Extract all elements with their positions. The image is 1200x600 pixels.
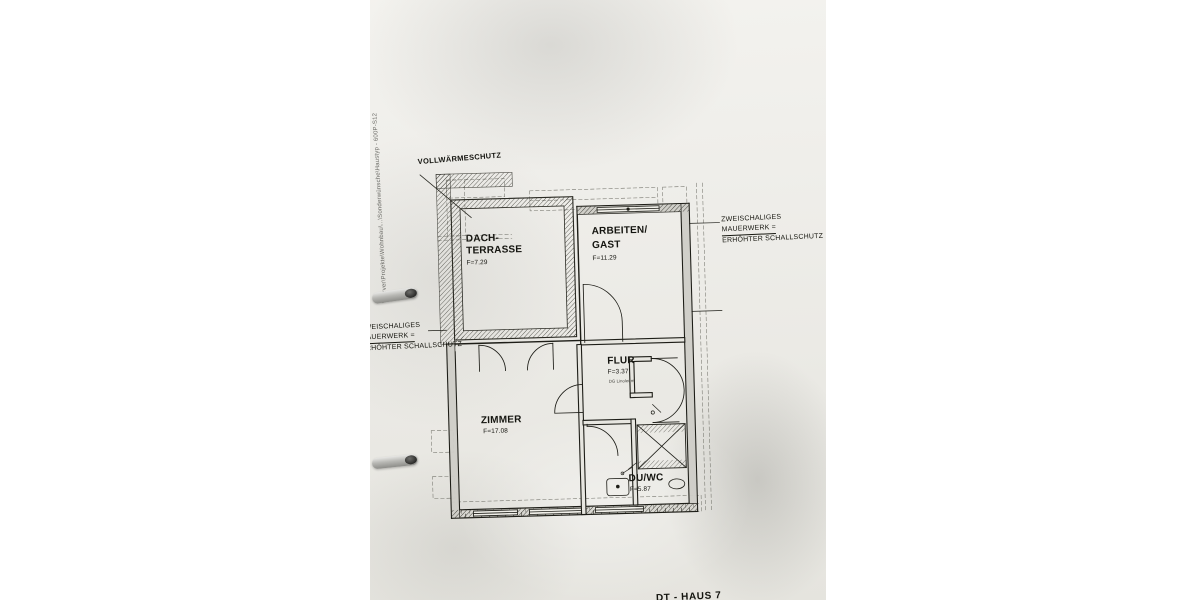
du-wc-fixtures xyxy=(606,423,687,497)
binder-hole-icon xyxy=(404,287,418,299)
room-sub-flur: DG Linoleum xyxy=(608,378,635,384)
room-area-dachterrasse: F=7.29 xyxy=(466,259,488,267)
note-left-leaders xyxy=(428,329,447,332)
floor-plan-drawing: VOLLWÄRMESCHUTZ DACH- TERRASSE F=7.29 AR… xyxy=(370,0,826,600)
windows-bottom xyxy=(473,505,644,517)
plan-sheet: \\server\Projekte\Wohnbau\...\Sonderwüns… xyxy=(370,0,826,600)
flur-niche-detail xyxy=(650,404,662,415)
room-label-arbeiten-gast-line2: GAST xyxy=(591,239,621,252)
room-label-du-wc: DU/WC xyxy=(628,472,664,485)
letterbox-right xyxy=(826,0,1200,600)
room-label-dachterrasse-line2: TERRASSE xyxy=(466,244,523,257)
room-area-arbeiten-gast: F=11.29 xyxy=(592,254,617,263)
doors xyxy=(478,283,685,456)
dachterrasse-outline xyxy=(450,196,578,341)
binder-hole-icon xyxy=(404,454,418,465)
room-area-flur: F=3.37 xyxy=(607,368,629,376)
room-area-du-wc: F=5.87 xyxy=(629,485,652,494)
room-label-arbeiten-gast-line1: ARBEITEN/ xyxy=(591,224,648,238)
note-right: ZWEISCHALIGES MAUERWERK = ERHÖHTER SCHAL… xyxy=(721,211,823,247)
note-left: ZWEISCHALIGES MAUERWERK = ERHÖHTER SCHAL… xyxy=(370,319,462,355)
photo-of-floorplan: \\server\Projekte\Wohnbau\...\Sonderwüns… xyxy=(370,0,826,600)
misc-ticks xyxy=(620,462,637,476)
top-wall-piers xyxy=(576,203,690,215)
note-right-leaders xyxy=(689,222,723,312)
floor-plan-svg xyxy=(419,172,723,519)
room-label-flur: FLUR xyxy=(607,354,635,367)
room-area-zimmer: F=17.08 xyxy=(483,427,509,436)
vollwaermeschutz-band xyxy=(435,172,513,345)
internal-walls xyxy=(576,337,686,516)
sheet-title: DT - HAUS 7 xyxy=(655,590,722,600)
room-label-zimmer: ZIMMER xyxy=(480,414,522,427)
room-label-dachterrasse-line1: DACH- xyxy=(465,232,500,245)
vollwaermeschutz-leader xyxy=(419,174,472,219)
letterbox-left xyxy=(0,0,370,600)
window-top xyxy=(596,205,660,213)
